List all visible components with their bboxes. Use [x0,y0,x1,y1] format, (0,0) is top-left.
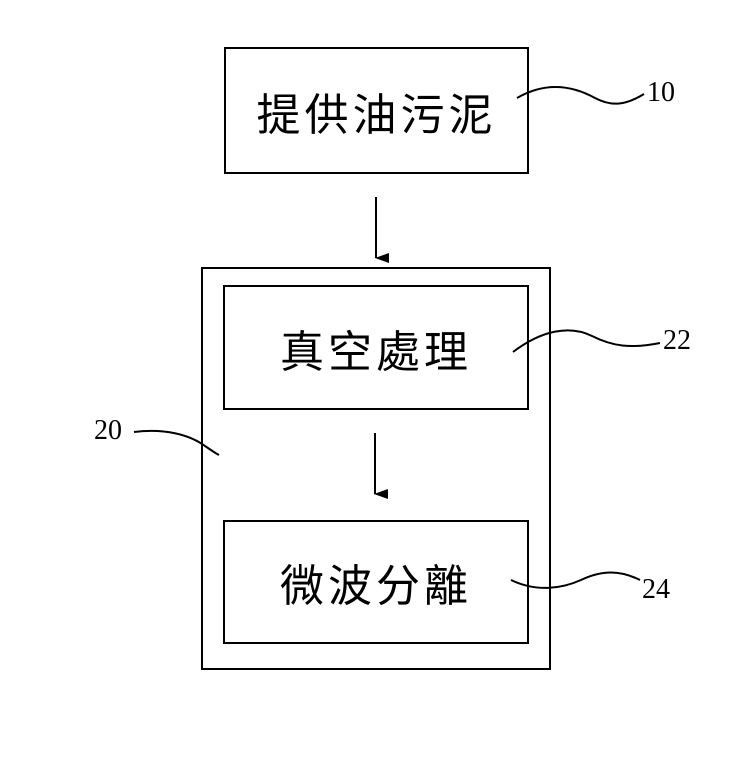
step-provide-label: 提供油污泥 [256,89,497,141]
step-microwave-label: 微波分離 [280,561,472,612]
ref-24: 24 [642,574,670,605]
step-vacuum-box: 真空處理 [223,285,529,410]
ref-20: 20 [94,415,122,446]
ref-22: 22 [663,325,691,356]
leader-line-24 [510,571,641,589]
ref-10: 10 [647,77,675,108]
step-microwave-box: 微波分離 [223,520,529,644]
leader-line-10 [516,86,645,105]
leader-line-22 [512,329,661,353]
leader-line-20 [133,429,220,456]
step-vacuum-label: 真空處理 [280,326,472,378]
step-provide-box: 提供油污泥 [224,47,529,174]
